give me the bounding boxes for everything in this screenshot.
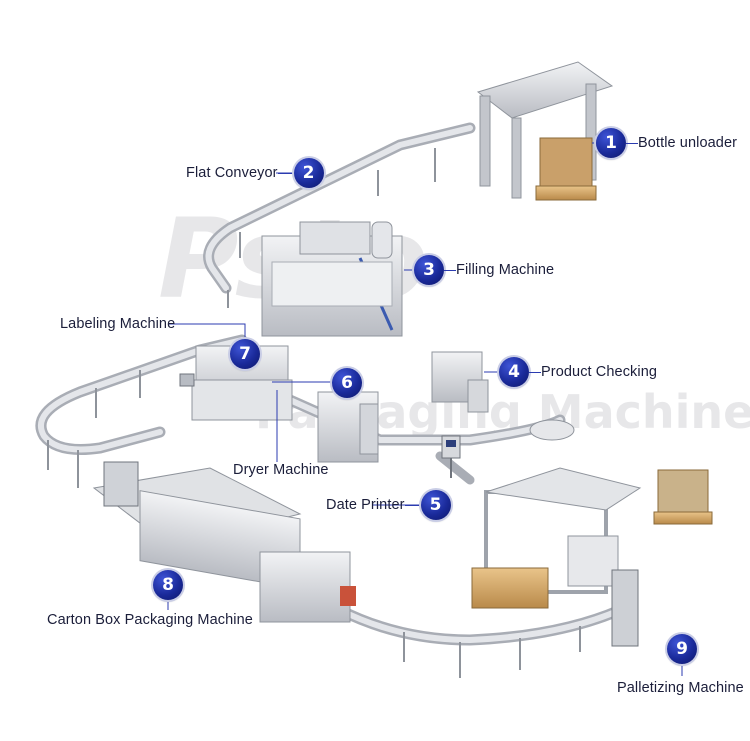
filling-machine bbox=[261, 221, 403, 337]
callout-connector bbox=[404, 504, 421, 506]
callout-carton-badge: 8 bbox=[153, 570, 183, 600]
callout-flat-conveyor: Flat Conveyor 2 bbox=[186, 158, 324, 188]
callout-palletizing-label: Palletizing Machine bbox=[617, 680, 744, 696]
callout-label: Flat Conveyor bbox=[186, 165, 278, 181]
product-checking-machine bbox=[431, 351, 575, 441]
callout-connector bbox=[277, 172, 294, 174]
callout-label: Labeling Machine bbox=[60, 316, 176, 332]
callout-number-badge: 6 bbox=[332, 368, 362, 398]
palletizing-machine bbox=[471, 467, 713, 647]
callout-connector bbox=[626, 142, 638, 144]
callout-dryer-label: Dryer Machine bbox=[233, 462, 329, 478]
callout-filling-machine: 3 Filling Machine bbox=[414, 255, 554, 285]
callout-number-badge: 9 bbox=[667, 634, 697, 664]
callout-label: Dryer Machine bbox=[233, 462, 329, 478]
callout-number-badge: 7 bbox=[230, 339, 260, 369]
carton-box-packaging-machine bbox=[92, 461, 356, 623]
dryer-machine bbox=[317, 391, 379, 463]
callout-label: Product Checking bbox=[541, 364, 658, 380]
labeling-machine bbox=[179, 345, 293, 421]
callout-number-badge: 1 bbox=[596, 128, 626, 158]
callout-dryer-badge: 6 bbox=[332, 368, 362, 398]
callout-label: Carton Box Packaging Machine bbox=[47, 612, 253, 628]
callout-number-badge: 2 bbox=[293, 158, 324, 188]
date-printer-machine bbox=[441, 435, 461, 478]
callout-label: Date Printer bbox=[326, 497, 405, 513]
conveyor-belt bbox=[35, 122, 626, 646]
callout-labeling-badge: 7 bbox=[230, 339, 260, 369]
callout-number-badge: 5 bbox=[420, 490, 451, 520]
callout-label: Bottle unloader bbox=[638, 135, 738, 151]
callout-date-printer: Date Printer 5 bbox=[326, 490, 451, 520]
callout-connector bbox=[444, 269, 456, 271]
callout-label: Filling Machine bbox=[456, 262, 555, 278]
callout-connector bbox=[529, 371, 541, 373]
callout-bottle-unloader: 1 Bottle unloader bbox=[596, 128, 737, 158]
callout-labeling-label: Labeling Machine bbox=[60, 316, 175, 332]
callout-product-checking: 4 Product Checking bbox=[499, 357, 657, 387]
conveyor-legs bbox=[47, 148, 581, 678]
callout-palletizing-badge: 9 bbox=[667, 634, 697, 664]
callout-carton-label: Carton Box Packaging Machine bbox=[47, 612, 253, 628]
callout-number-badge: 4 bbox=[499, 357, 529, 387]
bottle-unloader-machine bbox=[476, 61, 614, 201]
callout-number-badge: 8 bbox=[153, 570, 183, 600]
callout-label: Palletizing Machine bbox=[617, 680, 744, 696]
callout-number-badge: 3 bbox=[414, 255, 444, 285]
